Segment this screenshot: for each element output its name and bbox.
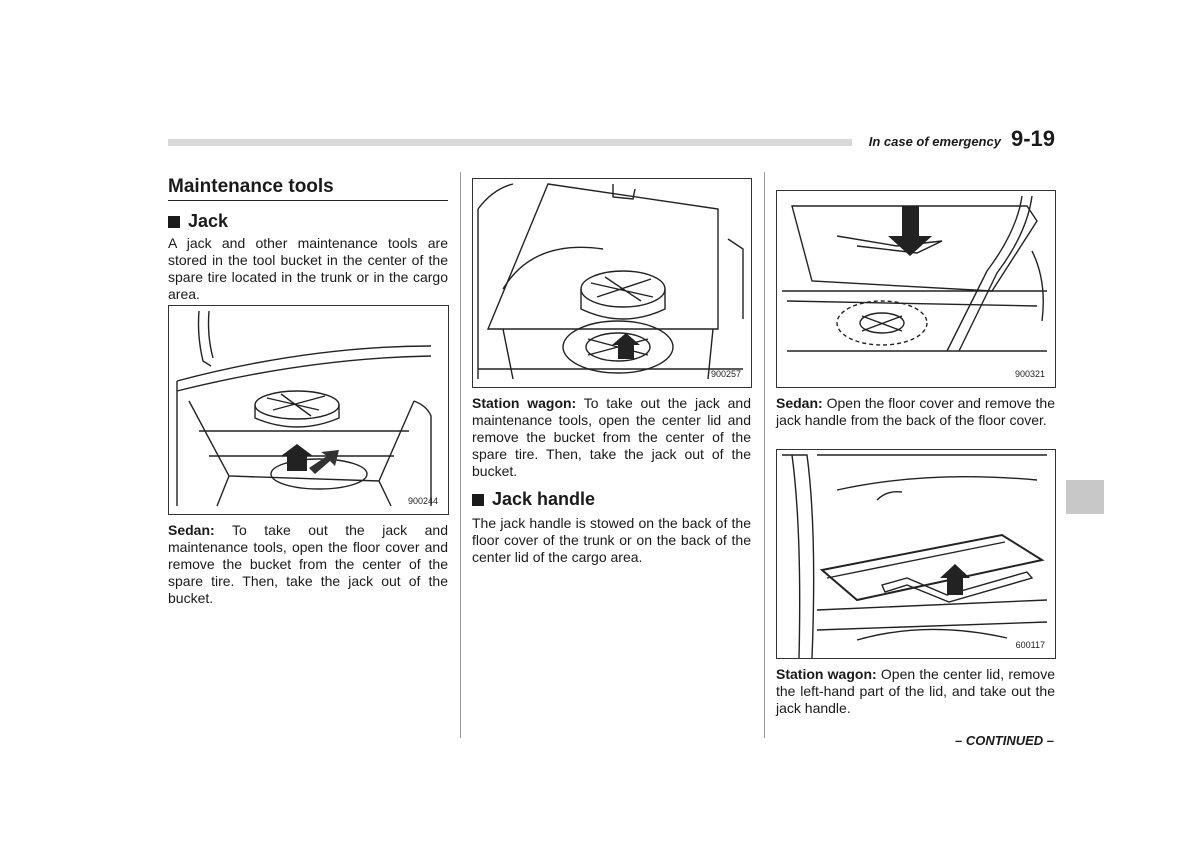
wagon-center-lid-illustration bbox=[782, 454, 1048, 658]
column-divider-1 bbox=[460, 172, 461, 738]
figure-wagon-cargo-bucket: 900257 bbox=[472, 178, 752, 388]
caption-body: To take out the jack and maintenance too… bbox=[168, 522, 448, 606]
sedan-trunk-illustration bbox=[176, 310, 432, 507]
chapter-tab bbox=[1066, 480, 1104, 514]
jack-handle-heading-text: Jack handle bbox=[492, 489, 596, 509]
figure-code: 900244 bbox=[407, 496, 438, 506]
jack-heading-text: Jack bbox=[188, 211, 229, 231]
section-name: In case of emergency bbox=[868, 134, 1001, 149]
continued-label: – CONTINUED – bbox=[955, 733, 1054, 748]
wagon-cargo-illustration bbox=[477, 183, 744, 380]
jack-handle-heading: Jack handle bbox=[472, 489, 751, 510]
section-title: Maintenance tools bbox=[168, 176, 448, 201]
figure-sedan-trunk-bucket: 900244 bbox=[168, 305, 449, 515]
figure-wagon-center-lid: 600117 bbox=[776, 449, 1056, 659]
down-arrow-icon bbox=[888, 206, 932, 256]
caption-lead: Sedan: bbox=[168, 522, 215, 538]
caption-lead: Station wagon: bbox=[776, 666, 877, 682]
up-arrow-icon bbox=[281, 444, 313, 471]
header-rule bbox=[168, 139, 852, 146]
left-column: Maintenance tools Jack A jack and other … bbox=[168, 176, 448, 303]
jack-heading: Jack bbox=[168, 211, 448, 232]
page-number: 9-19 bbox=[1010, 126, 1055, 151]
figure-code: 600117 bbox=[1015, 640, 1045, 650]
page-header: In case of emergency 9-19 bbox=[869, 126, 1055, 152]
caption-body: To take out the jack and maintenance too… bbox=[472, 395, 752, 479]
figure-code: 900257 bbox=[710, 369, 741, 379]
sedan-floor-cover-illustration bbox=[782, 195, 1047, 352]
caption-body: Open the floor cover and remove the jack… bbox=[776, 395, 1055, 428]
up-arrow-icon bbox=[940, 564, 970, 595]
up-arrow-icon bbox=[612, 333, 640, 359]
middle-column-text: Station wagon: To take out the jack and … bbox=[472, 395, 751, 566]
sedan-jack-caption: Sedan: To take out the jack and maintena… bbox=[168, 522, 448, 607]
jack-body: A jack and other maintenance tools are s… bbox=[168, 235, 448, 302]
caption-body: Open the center lid, remove the left-han… bbox=[776, 666, 1055, 716]
wagon-handle-caption: Station wagon: Open the center lid, remo… bbox=[776, 666, 1055, 717]
caption-lead: Station wagon: bbox=[472, 395, 577, 411]
column-divider-2 bbox=[764, 172, 765, 738]
figure-sedan-floor-cover: 900321 bbox=[776, 190, 1056, 388]
wagon-jack-caption: Station wagon: To take out the jack and … bbox=[472, 395, 751, 480]
bullet-square-icon bbox=[472, 493, 484, 506]
sedan-handle-caption: Sedan: Open the floor cover and remove t… bbox=[776, 395, 1055, 429]
figure-code: 900321 bbox=[1014, 369, 1045, 379]
bullet-square-icon bbox=[168, 215, 180, 228]
caption-lead: Sedan: bbox=[776, 395, 823, 411]
jack-handle-body: The jack handle is stowed on the back of… bbox=[472, 515, 751, 565]
